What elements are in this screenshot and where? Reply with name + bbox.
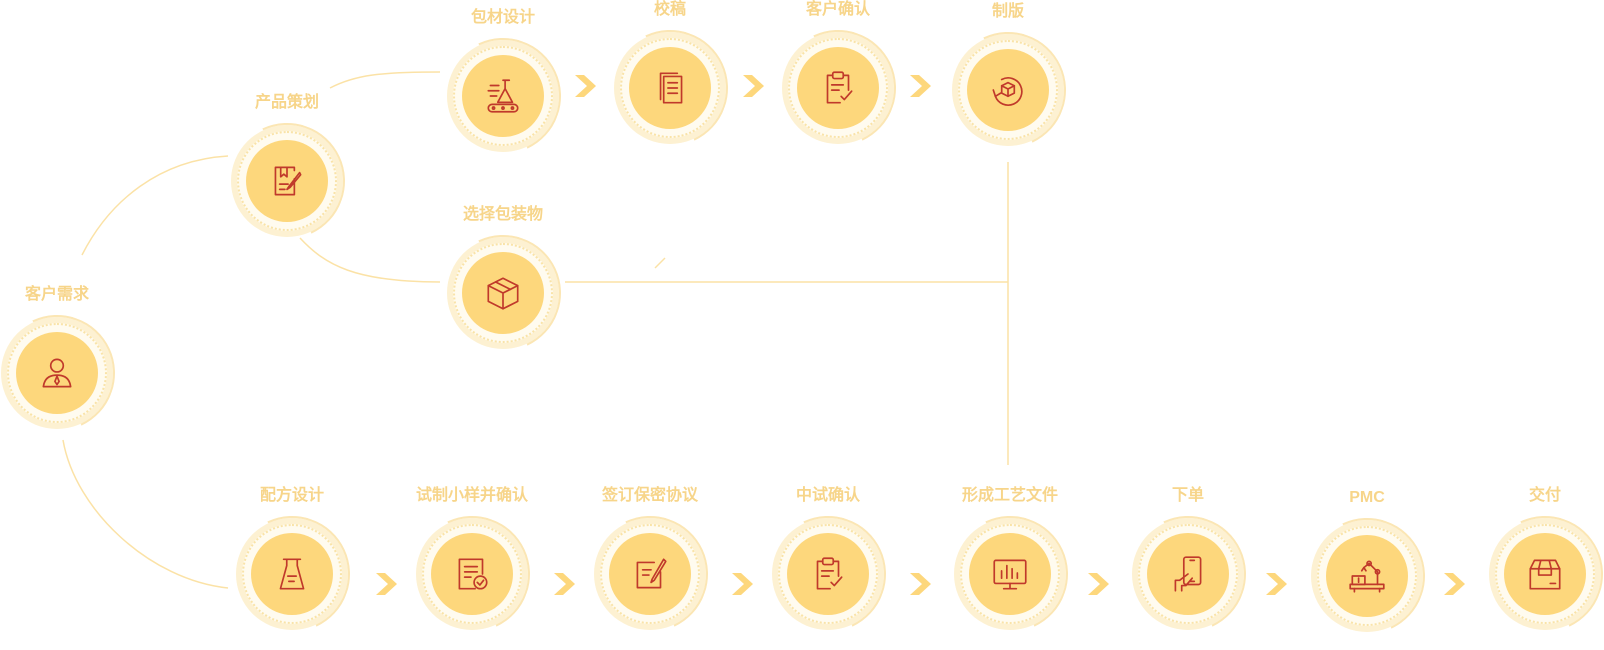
node-ring bbox=[782, 32, 894, 144]
document-edit-icon bbox=[274, 166, 302, 196]
node-ring bbox=[236, 518, 348, 630]
node-label: 试制小样并确认 bbox=[415, 487, 528, 504]
chevron-right-icon bbox=[376, 573, 397, 595]
beaker-icon bbox=[279, 558, 305, 590]
node-confidentiality: 签订保密协议 bbox=[575, 486, 725, 630]
node-label: 产品策划 bbox=[254, 94, 319, 111]
chevron-right-icon bbox=[554, 573, 575, 595]
node-ring bbox=[772, 518, 884, 630]
node-choose-packaging: 选择包装物 bbox=[428, 205, 578, 349]
node-ring bbox=[954, 518, 1066, 630]
connector-planning-to-choose-packaging bbox=[299, 237, 441, 283]
node-ring bbox=[1132, 518, 1244, 630]
node-label: 交付 bbox=[1528, 487, 1561, 504]
chevron-right-icon bbox=[1444, 573, 1465, 595]
node-customer-confirm: 客户确认 bbox=[763, 0, 913, 144]
node-label: 制版 bbox=[991, 3, 1024, 20]
flask-conveyor-icon bbox=[487, 79, 519, 113]
chevron-right-icon bbox=[743, 75, 764, 97]
node-process-docs: 形成工艺文件 bbox=[935, 486, 1085, 630]
node-label: 客户需求 bbox=[24, 286, 89, 303]
node-ring bbox=[447, 237, 559, 349]
phone-hand-icon bbox=[1174, 556, 1202, 592]
node-formula-design: 配方设计 bbox=[217, 486, 367, 630]
node-ring bbox=[594, 518, 706, 630]
node-ring bbox=[416, 518, 528, 630]
node-ring bbox=[614, 32, 726, 144]
chevron-right-icon bbox=[1266, 573, 1287, 595]
chevron-right-icon bbox=[1088, 573, 1109, 595]
node-delivery: 交付 bbox=[1470, 486, 1604, 630]
monitor-chart-icon bbox=[993, 559, 1027, 590]
document-check-icon bbox=[458, 558, 488, 590]
node-ring bbox=[1311, 520, 1423, 632]
connector-mark bbox=[654, 257, 666, 269]
pages-icon bbox=[659, 72, 683, 104]
node-trial-sample: 试制小样并确认 bbox=[397, 486, 547, 630]
node-pilot-confirm: 中试确认 bbox=[753, 486, 903, 630]
node-place-order: 下单 bbox=[1113, 486, 1263, 630]
node-pmc: PMC bbox=[1292, 488, 1442, 632]
node-label: 形成工艺文件 bbox=[961, 487, 1058, 504]
chevron-right-icon bbox=[910, 573, 931, 595]
clipboard-check-icon bbox=[826, 71, 853, 104]
chevron-right-icon bbox=[732, 573, 753, 595]
node-ring bbox=[952, 34, 1064, 146]
node-label: 包材设计 bbox=[470, 9, 535, 26]
cube-rotate-icon bbox=[992, 77, 1023, 106]
robot-arm-icon bbox=[1349, 560, 1385, 593]
node-ring bbox=[1489, 518, 1601, 630]
connector-demand-to-formula bbox=[62, 439, 229, 589]
node-label: 中试确认 bbox=[795, 487, 860, 504]
node-ring bbox=[231, 125, 343, 237]
node-ring bbox=[1, 317, 113, 429]
node-label: 配方设计 bbox=[259, 487, 324, 504]
clipboard-check-icon bbox=[816, 557, 843, 590]
node-proofreading: 校稿 bbox=[595, 0, 745, 144]
node-packaging-design: 包材设计 bbox=[428, 8, 578, 152]
node-plate-making: 制版 bbox=[933, 2, 1083, 146]
node-label: PMC bbox=[1349, 489, 1385, 506]
person-tie-icon bbox=[42, 358, 72, 388]
node-label: 下单 bbox=[1171, 487, 1204, 504]
node-label: 校稿 bbox=[653, 1, 686, 18]
chevron-right-icon bbox=[910, 75, 931, 97]
connector-planning-to-packaging-design bbox=[329, 71, 441, 89]
node-label: 客户确认 bbox=[805, 1, 870, 18]
node-label: 签订保密协议 bbox=[601, 487, 698, 504]
note-pen-icon bbox=[636, 558, 667, 589]
node-ring bbox=[447, 40, 559, 152]
node-customer-demand: 客户需求 bbox=[0, 285, 132, 429]
package-icon bbox=[1529, 559, 1561, 590]
box-icon bbox=[487, 277, 519, 310]
node-label: 选择包装物 bbox=[462, 206, 543, 223]
chevron-right-icon bbox=[575, 75, 596, 97]
node-product-planning: 产品策划 bbox=[212, 93, 362, 237]
connector-demand-to-planning bbox=[81, 155, 229, 256]
